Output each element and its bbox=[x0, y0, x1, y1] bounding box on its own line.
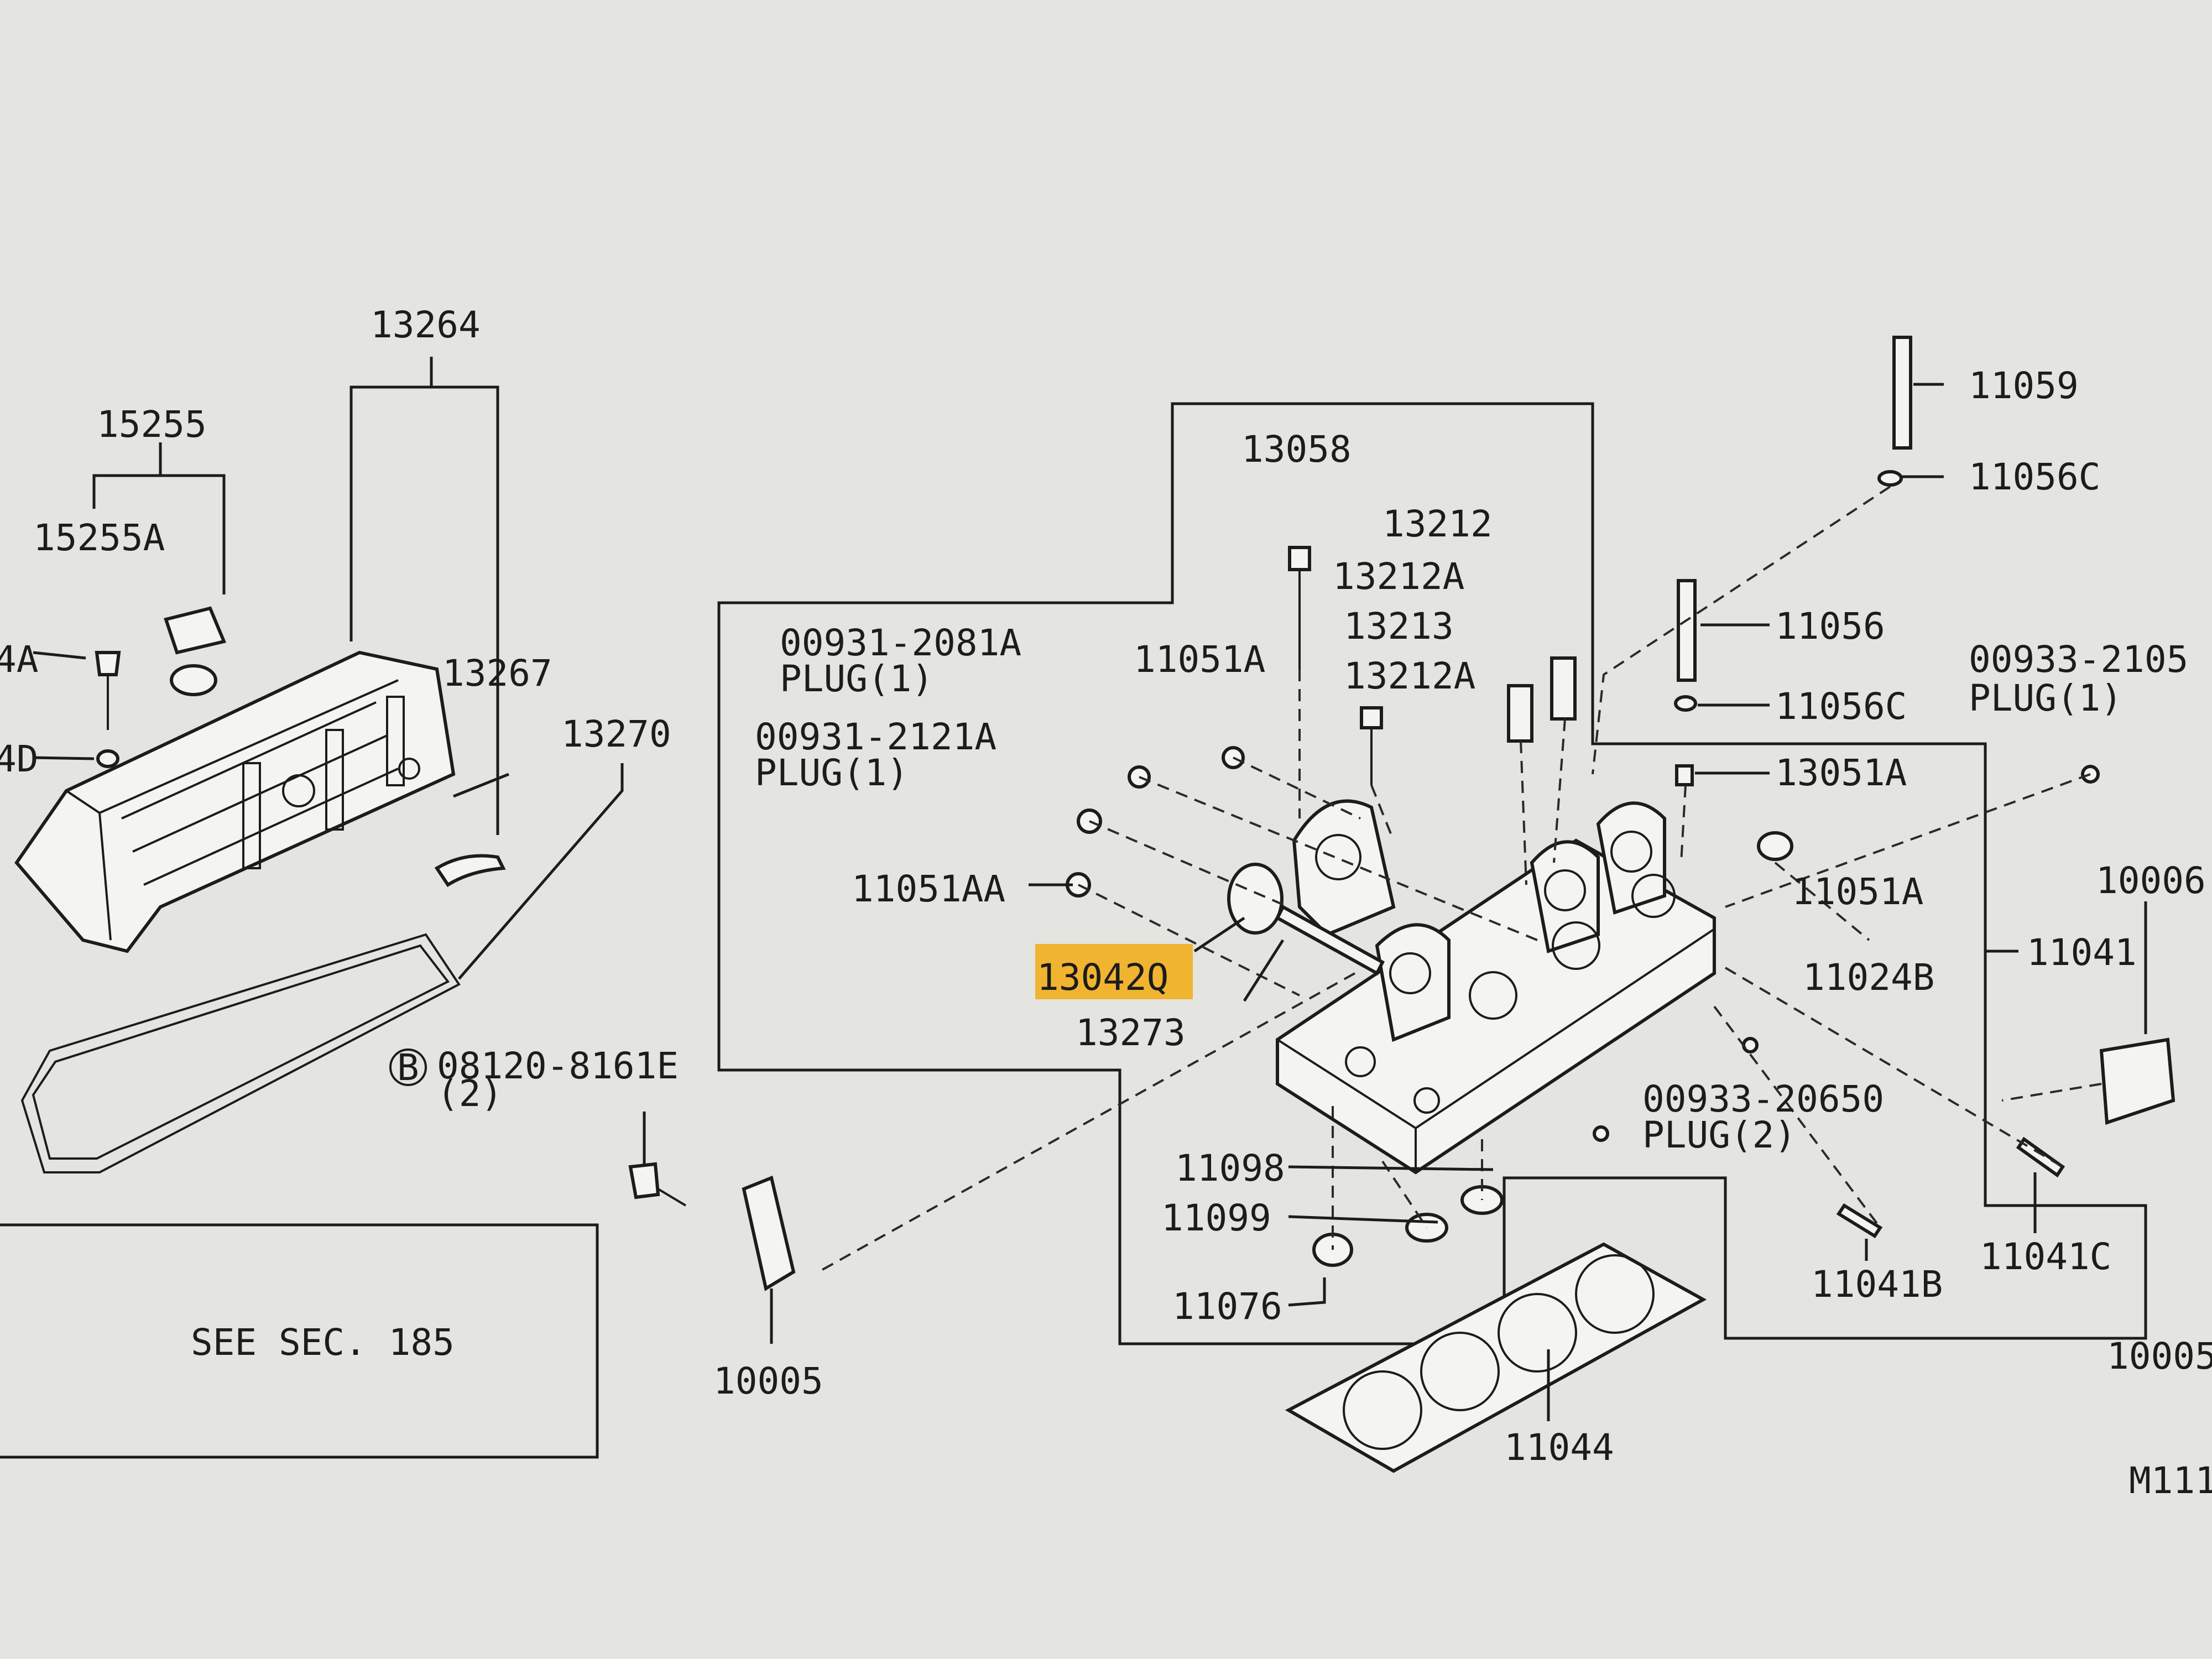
label-11044[interactable]: 11044 bbox=[1504, 1426, 1614, 1469]
label-13270[interactable]: 13270 bbox=[561, 713, 671, 755]
label-10005-left[interactable]: 10005 bbox=[713, 1360, 823, 1402]
label-13212A-2[interactable]: 13212A bbox=[1344, 655, 1475, 697]
label-13264[interactable]: 13264 bbox=[371, 304, 481, 346]
label-11041B[interactable]: 11041B bbox=[1811, 1263, 1943, 1306]
label-13058[interactable]: 13058 bbox=[1241, 428, 1352, 471]
label-13213[interactable]: 13213 bbox=[1344, 605, 1454, 648]
label-11041[interactable]: 11041 bbox=[2027, 931, 2137, 974]
label-plug2: PLUG(2) bbox=[1642, 1114, 1796, 1156]
label-11041C[interactable]: 11041C bbox=[1980, 1235, 2111, 1278]
diagram-frame-lines bbox=[0, 357, 2147, 1459]
label-11051A-top[interactable]: 11051A bbox=[1134, 638, 1265, 681]
label-4D[interactable]: 4D bbox=[0, 738, 38, 780]
label-11059[interactable]: 11059 bbox=[1969, 364, 2079, 407]
bracket-10005-illustration bbox=[628, 1162, 796, 1291]
label-11051A-right[interactable]: 11051A bbox=[1792, 870, 1923, 913]
label-13273[interactable]: 13273 bbox=[1076, 1011, 1186, 1054]
label-bolt-b: B bbox=[397, 1046, 419, 1089]
leader-lines bbox=[33, 383, 2147, 1421]
part-labels: 13264 15255 15255A 4A 4D 13267 13270 B 0… bbox=[0, 304, 2212, 1502]
label-08120-qty: (2) bbox=[437, 1072, 503, 1115]
label-13042Q[interactable]: 13042Q bbox=[1037, 956, 1168, 999]
label-11024B[interactable]: 11024B bbox=[1803, 956, 1934, 999]
label-00931-2081A[interactable]: 00931-2081A bbox=[780, 622, 1021, 664]
label-10006[interactable]: 10006 bbox=[2096, 859, 2206, 902]
label-see-sec-185[interactable]: SEE SEC. 185 bbox=[191, 1321, 455, 1364]
highlight-13042Q bbox=[1035, 944, 1193, 999]
bolt-b-circle bbox=[389, 1048, 427, 1086]
label-m111: M111 bbox=[2129, 1459, 2212, 1502]
label-00931-2121A[interactable]: 00931-2121A bbox=[755, 716, 997, 758]
label-00933-2105[interactable]: 00933-2105 bbox=[1969, 638, 2188, 681]
cylinder-head-illustration bbox=[1066, 336, 2176, 1267]
label-15255[interactable]: 15255 bbox=[97, 403, 207, 446]
label-11056[interactable]: 11056 bbox=[1775, 605, 1885, 648]
label-13212[interactable]: 13212 bbox=[1383, 503, 1493, 545]
label-11056C-top[interactable]: 11056C bbox=[1969, 456, 2100, 498]
label-11076[interactable]: 11076 bbox=[1172, 1285, 1282, 1328]
label-11099[interactable]: 11099 bbox=[1161, 1197, 1271, 1239]
label-08120-8161E[interactable]: 08120-8161E bbox=[437, 1045, 679, 1087]
rocker-cover-illustration bbox=[14, 606, 506, 1173]
label-13267[interactable]: 13267 bbox=[442, 652, 552, 695]
label-plug1-c: PLUG(1) bbox=[1969, 677, 2122, 719]
label-13212A-1[interactable]: 13212A bbox=[1333, 555, 1464, 598]
label-plug1-a: PLUG(1) bbox=[780, 658, 933, 700]
label-4A[interactable]: 4A bbox=[0, 638, 38, 681]
label-11056C-mid[interactable]: 11056C bbox=[1775, 685, 1907, 728]
label-00933-20650[interactable]: 00933-20650 bbox=[1642, 1078, 1884, 1120]
label-13051A[interactable]: 13051A bbox=[1775, 752, 1907, 794]
head-gasket-illustration bbox=[1285, 1242, 1707, 1473]
label-11051AA[interactable]: 11051AA bbox=[852, 868, 1005, 910]
label-plug1-b: PLUG(1) bbox=[755, 752, 909, 794]
label-10005-right[interactable]: 10005 bbox=[2107, 1335, 2212, 1378]
label-15255A[interactable]: 15255A bbox=[33, 517, 165, 559]
label-11098[interactable]: 11098 bbox=[1175, 1147, 1285, 1190]
